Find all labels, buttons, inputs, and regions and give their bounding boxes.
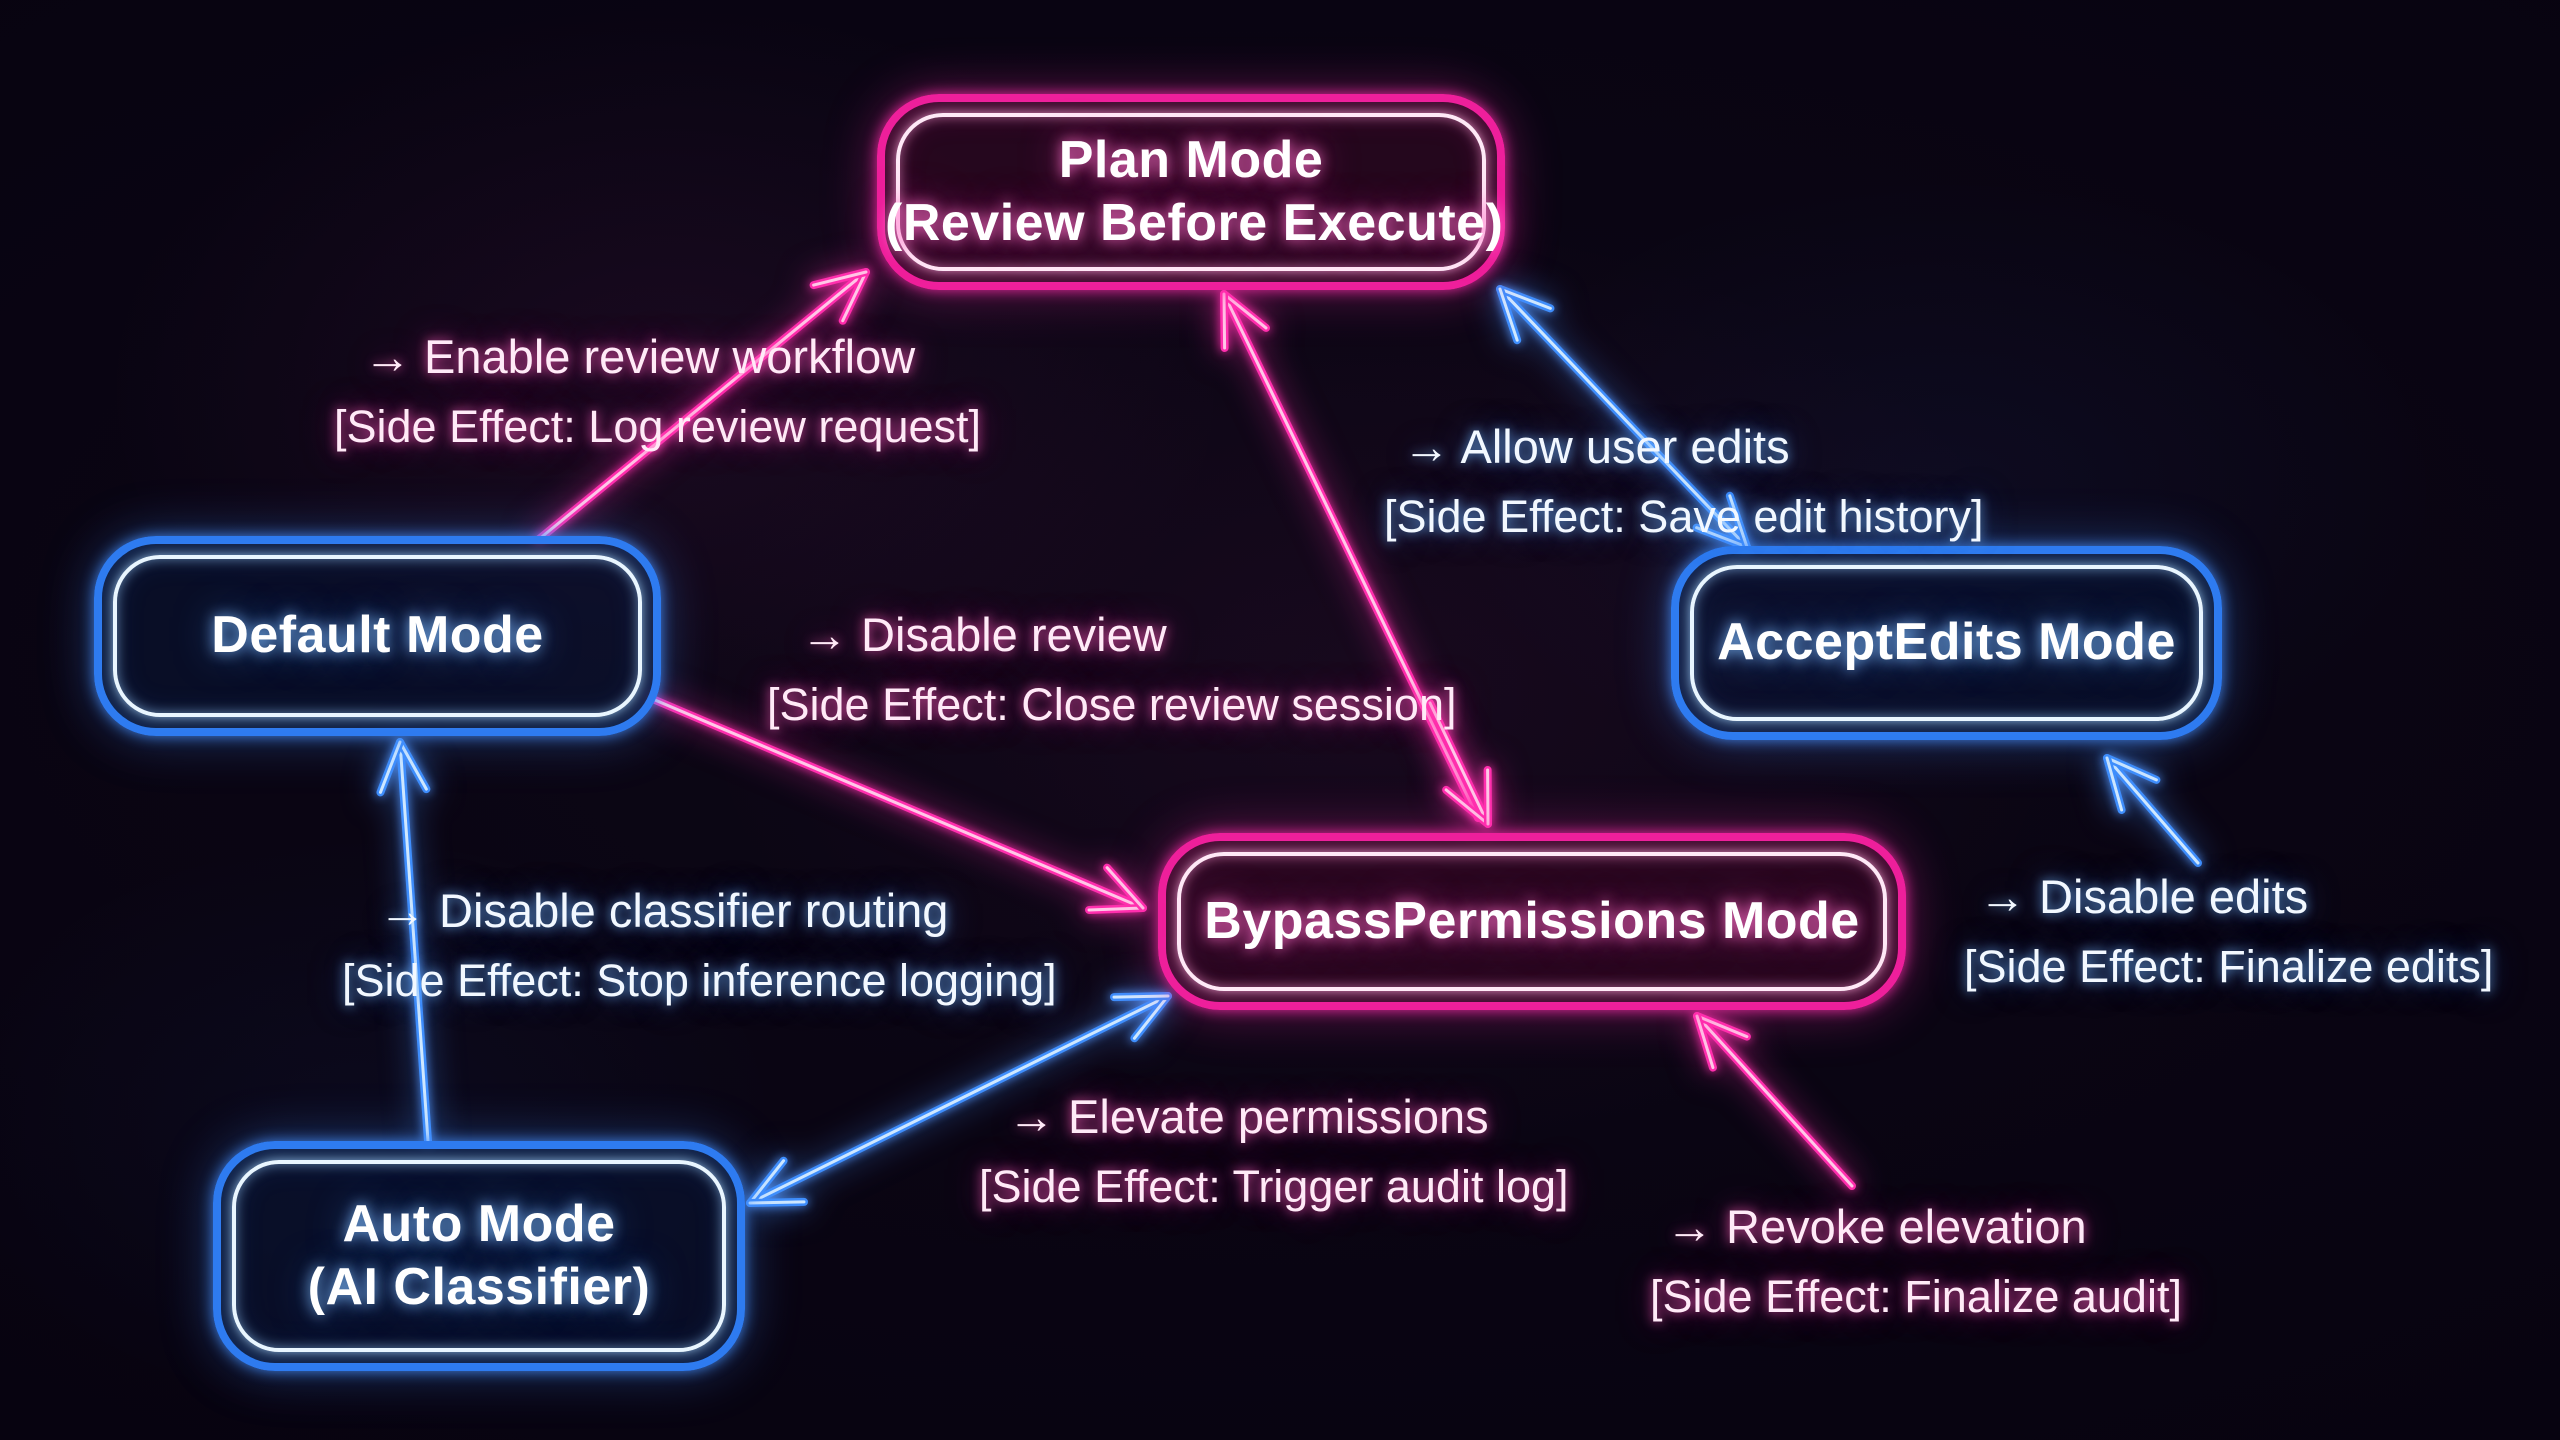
label-revoke-elevation-line-2: [Side Effect: Finalize audit] bbox=[1650, 1270, 2182, 1322]
label-allow-user-edits: → Allow user edits [Side Effect: Save edi… bbox=[1384, 412, 1983, 550]
node-title: BypassPermissions Mode bbox=[1166, 890, 1898, 953]
label-elevate-permissions: → Elevate permissions [Side Effect: Trigg… bbox=[979, 1082, 1569, 1220]
node-title: Default Mode bbox=[102, 604, 653, 667]
label-enable-review-line-1: → Enable review workflow bbox=[364, 330, 916, 383]
label-disable-review-line-2: [Side Effect: Close review session] bbox=[767, 678, 1457, 730]
label-disable-classifier-line-2: [Side Effect: Stop inference logging] bbox=[342, 954, 1057, 1006]
label-disable-review: → Disable review [Side Effect: Close revi… bbox=[767, 600, 1456, 738]
node-acceptedits: AcceptEdits Mode bbox=[1671, 546, 2222, 740]
node-title-line: (AI Classifier) bbox=[307, 1258, 651, 1316]
edge-plan-to-bypass bbox=[1426, 699, 1492, 828]
edge-default-to-bypass bbox=[651, 696, 1147, 915]
label-disable-edits-line-2: [Side Effect: Finalize edits] bbox=[1964, 940, 2494, 992]
label-disable-classifier-line-1: → Disable classifier routing bbox=[379, 884, 949, 937]
edge-plan-to-acceptedits bbox=[1496, 285, 1751, 551]
edge-auto-to-default bbox=[376, 738, 432, 1145]
label-disable-review-line-1: → Disable review bbox=[801, 608, 1167, 661]
label-allow-user-edits-line-2: [Side Effect: Save edit history] bbox=[1384, 490, 1984, 542]
node-title: Plan Mode(Review Before Execute) bbox=[865, 129, 1517, 256]
node-title-line: AcceptEdits Mode bbox=[1717, 613, 2176, 672]
node-title-line: BypassPermissions Mode bbox=[1204, 891, 1860, 950]
label-disable-classifier: → Disable classifier routing [Side Effect… bbox=[342, 876, 1057, 1014]
node-title-line: Plan Mode bbox=[1058, 130, 1324, 189]
label-disable-edits: → Disable edits [Side Effect: Finalize ed… bbox=[1964, 862, 2493, 1000]
label-enable-review: → Enable review workflow [Side Effect: Lo… bbox=[334, 322, 981, 460]
node-title: Auto Mode(AI Classifier) bbox=[221, 1193, 737, 1320]
label-enable-review-line-2: [Side Effect: Log review request] bbox=[334, 400, 982, 452]
node-title-line: Default Mode bbox=[211, 606, 544, 665]
node-title-line: Auto Mode bbox=[342, 1194, 616, 1253]
label-revoke-elevation-line-1: → Revoke elevation bbox=[1666, 1200, 2087, 1253]
node-plan: Plan Mode(Review Before Execute) bbox=[877, 94, 1505, 290]
label-revoke-elevation: → Revoke elevation [Side Effect: Finalize… bbox=[1650, 1192, 2182, 1330]
node-bypass: BypassPermissions Mode bbox=[1158, 833, 1906, 1010]
edge-revoke-to-bypass bbox=[1693, 1012, 1856, 1190]
node-title: AcceptEdits Mode bbox=[1679, 611, 2214, 674]
node-default: Default Mode bbox=[94, 536, 661, 736]
edge-auto-to-bypass bbox=[746, 992, 1172, 1207]
node-title-line: (Review Before Execute) bbox=[885, 194, 1504, 252]
edge-disable-edits-to-acceptedits bbox=[2103, 754, 2202, 867]
node-auto: Auto Mode(AI Classifier) bbox=[213, 1141, 745, 1371]
label-allow-user-edits-line-1: → Allow user edits bbox=[1403, 420, 1790, 473]
edge-default-to-plan bbox=[534, 268, 870, 544]
label-elevate-permissions-line-2: [Side Effect: Trigger audit log] bbox=[979, 1160, 1569, 1212]
label-disable-edits-line-1: → Disable edits bbox=[1979, 870, 2309, 923]
label-elevate-permissions-line-1: → Elevate permissions bbox=[1008, 1090, 1489, 1143]
edge-bypass-to-plan bbox=[1220, 290, 1482, 822]
